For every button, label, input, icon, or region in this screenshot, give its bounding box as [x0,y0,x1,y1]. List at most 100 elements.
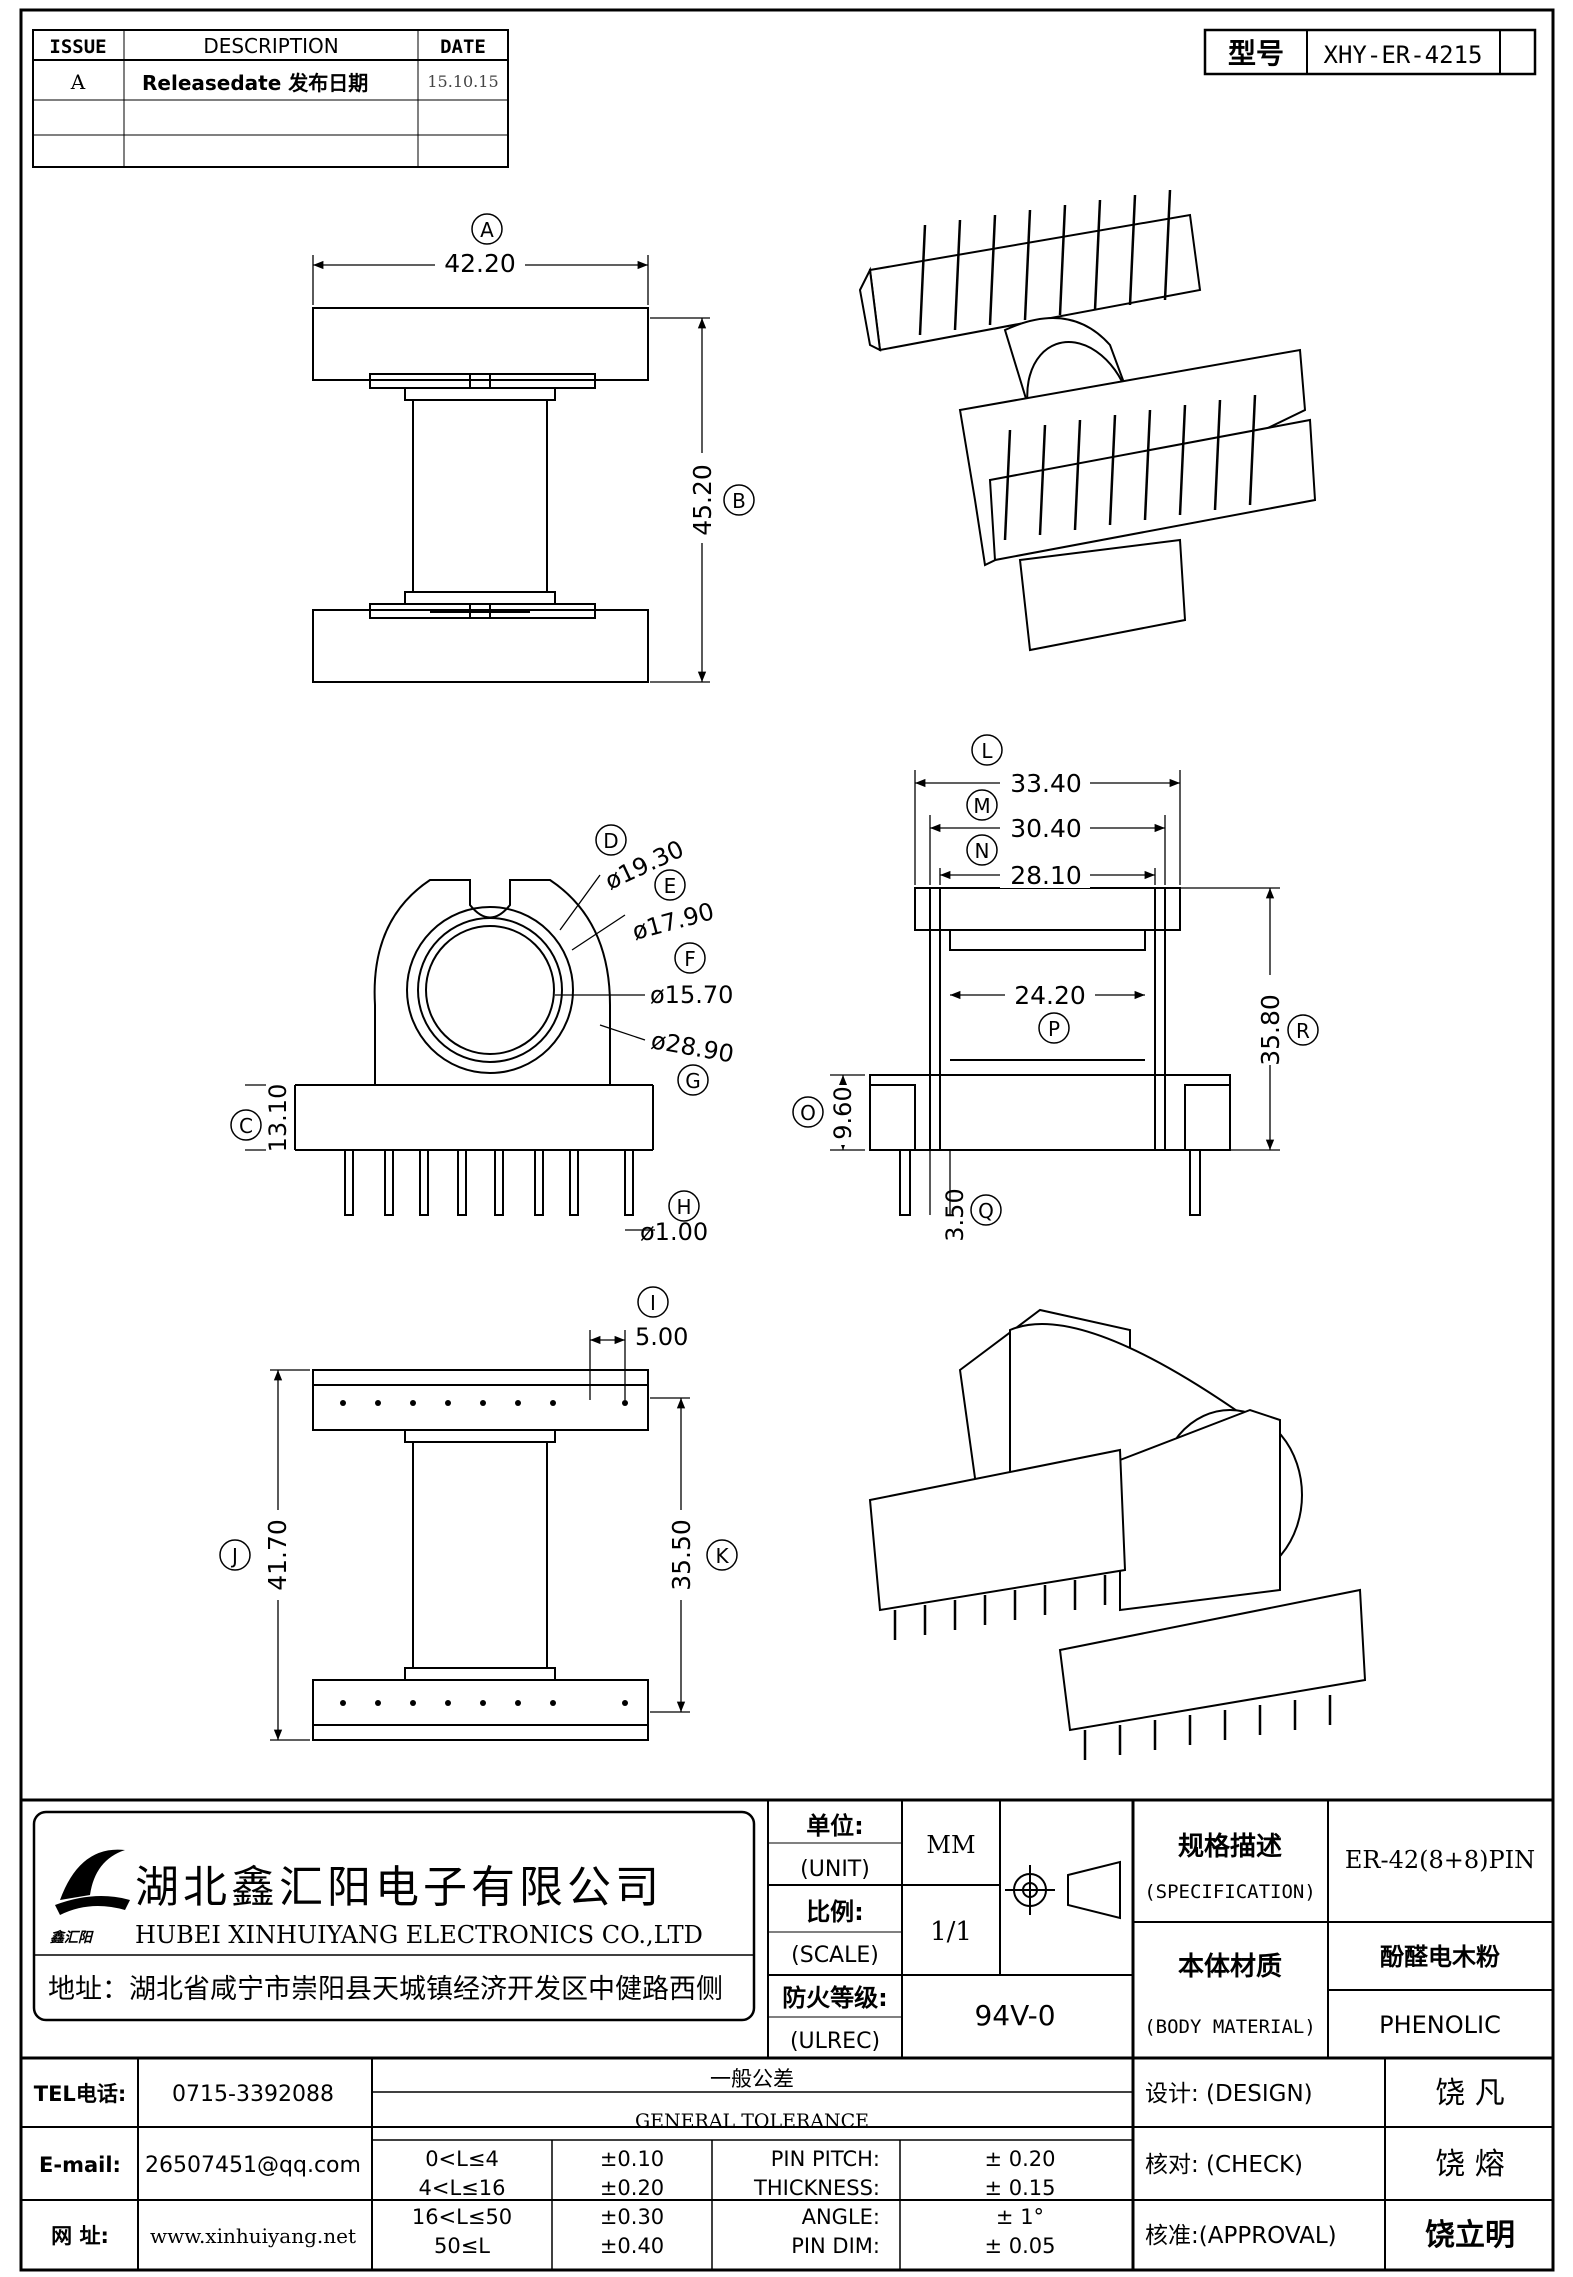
callout-g [677,1064,709,1096]
tol-value: ±0.40 [600,2234,664,2258]
model-box [1203,28,1537,76]
callout-n-letter: N [975,839,990,863]
callout-j-letter: J [230,1544,238,1568]
callout-p-letter: P [1048,1017,1060,1041]
callout-o [792,1096,824,1128]
spec-value: ER-42(8+8)PIN [1345,1846,1535,1874]
approval-name: 饶立明 [1425,2218,1515,2253]
tel-label: TEL电话: [34,2082,126,2106]
dim-b-value: 45.20 [688,464,717,536]
dim-j-value: 41.70 [263,1519,292,1591]
callout-d [595,824,627,856]
spec-label-cn: 规格描述 [1178,1831,1282,1862]
dim-p-value: 24.20 [1014,981,1086,1010]
flame-label-en: (ULREC) [790,2029,880,2054]
material-label-en: (BODY MATERIAL) [1144,2016,1316,2038]
tol-name: THICKNESS: [753,2176,880,2200]
web-value: www.xinhuiyang.net [150,2224,356,2248]
company-logo: 鑫汇阳 [50,1849,130,1946]
top-view [312,307,649,683]
rev-row-issue: A [70,70,86,94]
rev-row-description: Releasedate 发布日期 [142,71,368,95]
callout-r-letter: R [1296,1019,1310,1043]
model-value: XHY-ER-4215 [1324,41,1483,69]
tolerance-rows: 0<L≤4 ±0.10 PIN PITCH: ± 0.20 4<L≤16 ±0.… [412,2147,1056,2258]
tol-name: ANGLE: [802,2205,880,2229]
callout-k [706,1539,738,1571]
model-label: 型号 [1228,37,1284,70]
flame-value: 94V-0 [974,1999,1055,2032]
scale-label-en: (SCALE) [791,1943,879,1968]
bottom-view-pin-holes [340,1400,628,1706]
bottom-view-dims [270,1330,690,1741]
material-label-cn: 本体材质 [1178,1952,1282,1982]
unit-label-en: (UNIT) [800,1857,870,1882]
approval-label: 核准:(APPROVAL) [1145,2223,1337,2249]
callout-c [230,1109,262,1141]
dim-i-value: 5.00 [635,1323,688,1351]
rev-header-description: DESCRIPTION [203,34,338,58]
tol-name: PIN DIM: [791,2234,880,2258]
rev-header-date: DATE [440,36,486,58]
callout-e-letter: E [664,874,677,898]
dim-f-value: ø15.70 [650,981,733,1009]
dim-k-value: 35.50 [667,1519,696,1591]
dim-m-value: 30.40 [1010,814,1082,843]
callout-i-letter: I [650,1291,656,1315]
dim-e-value: ø17.90 [629,897,717,946]
material-value-en: PHENOLIC [1379,2011,1501,2039]
callout-f-letter: F [684,947,696,971]
callout-j [219,1539,251,1571]
projection-symbol-icon [1005,1860,1121,1920]
callout-o-letter: O [800,1101,816,1125]
tol-name: PIN PITCH: [771,2147,880,2171]
callout-g-letter: G [685,1069,701,1093]
logo-text: 鑫汇阳 [50,1929,94,1946]
tol-value: ±0.20 [600,2176,664,2200]
callout-q [970,1194,1002,1226]
callout-h-letter: H [676,1195,691,1219]
tel-value: 0715-3392088 [172,2082,334,2107]
tol-range: 50≤L [434,2234,490,2258]
title-block-grid [21,1798,1553,2270]
spec-label-en: (SPECIFICATION) [1144,1881,1316,1903]
company-address: 地址：湖北省咸宁市崇阳县天城镇经济开发区中健路西侧 [48,1974,723,2005]
callout-k-letter: K [715,1544,729,1568]
callout-e [654,869,686,901]
callout-b [723,484,755,516]
scale-label-cn: 比例: [806,1898,864,1926]
web-label: 网 址: [51,2224,109,2248]
front-view-pins [344,1149,634,1216]
iso-view-top [858,189,1317,652]
iso-view-bottom [868,1308,1367,1760]
tol-range: 16<L≤50 [412,2205,512,2229]
callout-m-letter: M [973,794,990,818]
callout-p [1038,1012,1070,1044]
callout-n [966,834,998,866]
callout-a [471,213,503,245]
front-view [294,879,654,1151]
dim-g-value: ø28.90 [649,1026,736,1068]
tol-name-value: ± 1° [996,2205,1044,2229]
side-view [869,887,1231,1216]
tol-range: 4<L≤16 [419,2176,506,2200]
flame-label-cn: 防火等级: [782,1984,888,2012]
callout-h [668,1190,700,1222]
callout-f [674,942,706,974]
callout-m [966,789,998,821]
callout-i [637,1286,669,1318]
rev-header-issue: ISSUE [49,36,106,58]
callout-a-letter: A [480,218,494,242]
tol-name-value: ± 0.20 [984,2147,1055,2171]
dim-l-value: 33.40 [1010,769,1082,798]
check-name: 饶 熔 [1435,2147,1505,2182]
rev-row-date: 15.10.15 [427,72,498,91]
callout-d-letter: D [603,829,618,853]
callout-l [971,734,1003,766]
tol-range: 0<L≤4 [425,2147,499,2171]
dim-o-value: 9.60 [829,1086,857,1139]
callout-q-letter: Q [978,1199,994,1223]
tolerance-title-en: GENERAL TOLERANCE [635,2110,869,2132]
material-value-cn: 酚醛电木粉 [1380,1943,1500,1971]
